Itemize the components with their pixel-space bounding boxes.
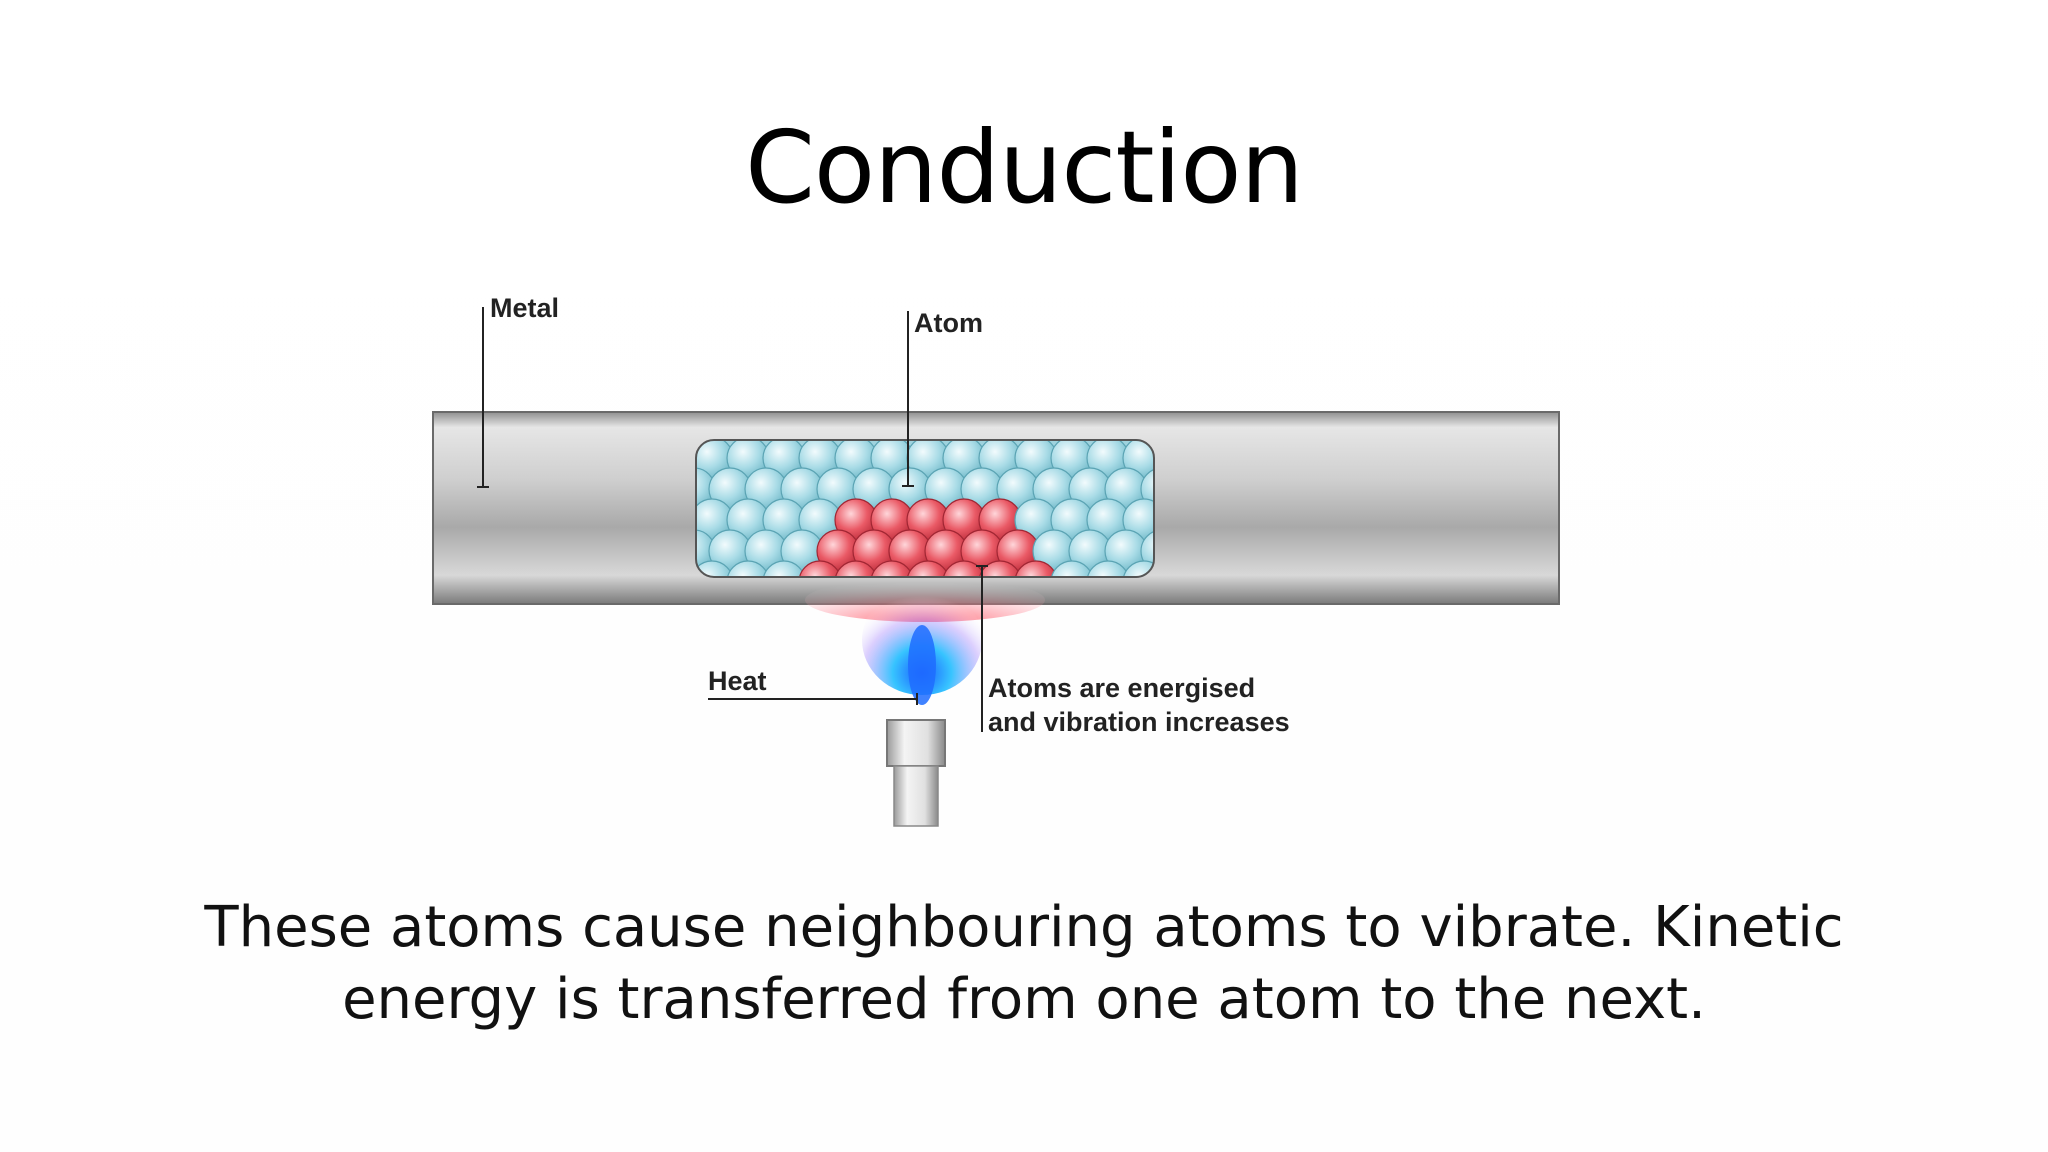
burner-pipe (893, 765, 939, 827)
atom (1140, 529, 1154, 573)
burner-nozzle (886, 719, 946, 767)
caption-line-1: These atoms cause neighbouring atoms to … (204, 895, 1844, 960)
energised-label-line1: Atoms are energised (988, 673, 1255, 703)
hot-atom (834, 560, 878, 577)
heat-label: Heat (708, 666, 767, 696)
energised-label-line2: and vibration increases (988, 707, 1290, 737)
flame-core-icon (908, 625, 936, 705)
atom (1050, 560, 1094, 577)
atom (726, 560, 770, 577)
caption-line-2: energy is transferred from one atom to t… (342, 967, 1706, 1032)
hot-atom (870, 560, 914, 577)
slide-title: Conduction (745, 109, 1304, 226)
atom (1122, 560, 1154, 577)
atom (1086, 560, 1130, 577)
atom-lattice (696, 440, 1154, 577)
atom (762, 560, 806, 577)
hot-atom (1014, 560, 1058, 577)
hot-atom (798, 560, 842, 577)
atom-lattice-border (695, 439, 1155, 578)
atom (1140, 467, 1154, 511)
slide-caption: These atoms cause neighbouring atoms to … (124, 892, 1924, 1036)
metal-label: Metal (490, 293, 559, 323)
hot-atom (942, 560, 986, 577)
hot-atom (978, 560, 1022, 577)
atom-label: Atom (914, 308, 983, 338)
hot-atom (906, 560, 950, 577)
